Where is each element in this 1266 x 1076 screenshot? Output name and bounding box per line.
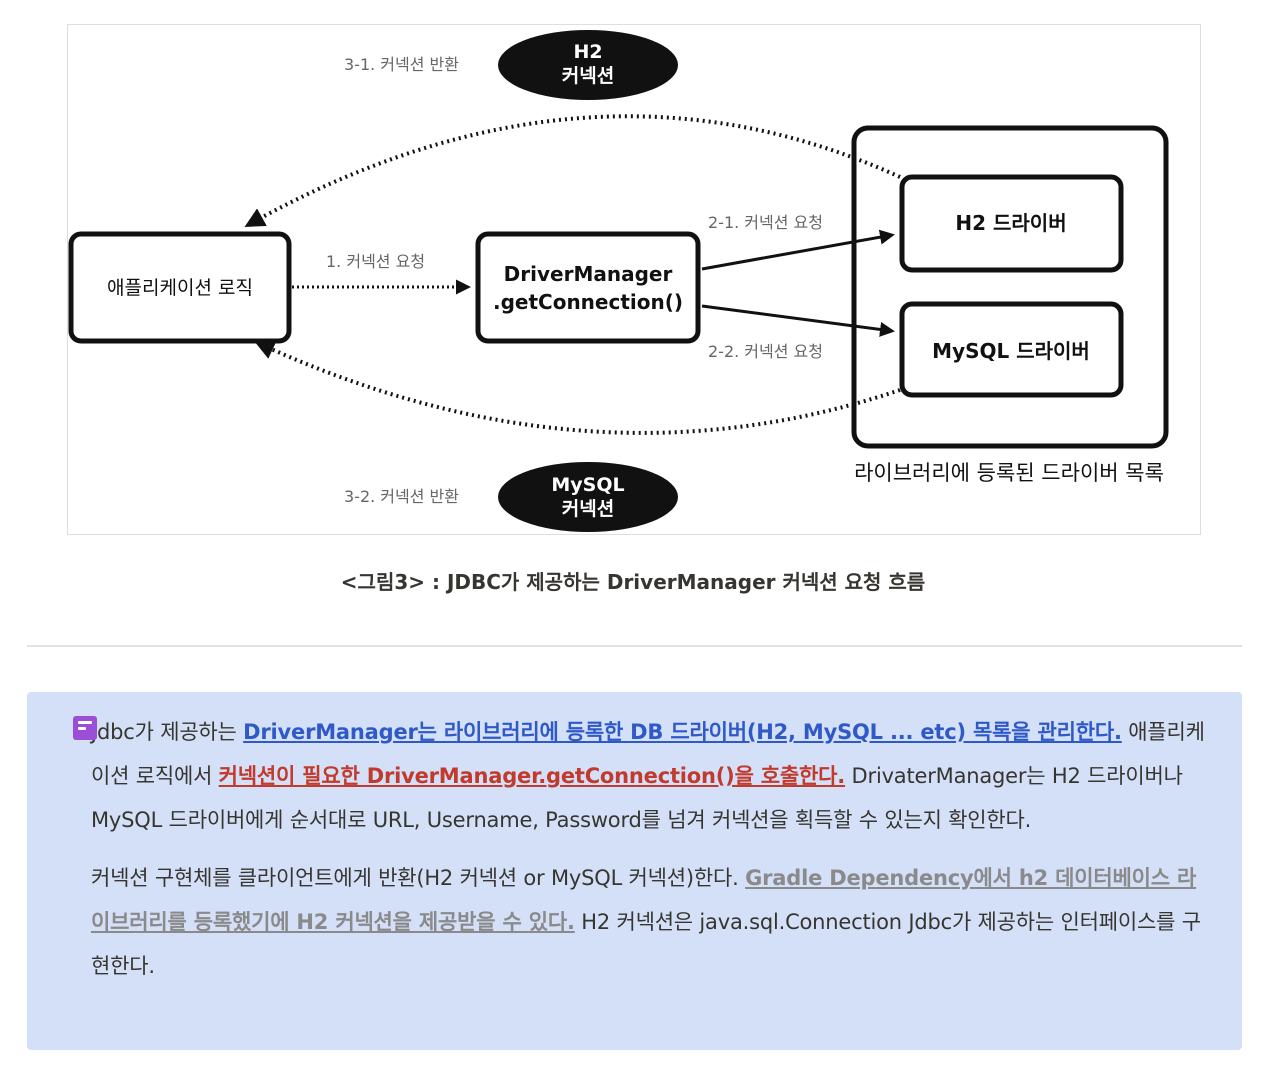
label-request: 1. 커넥션 요청 [326,252,425,271]
p1-highlight-red: 커넥션이 필요한 DriverManager.getConnection()을 … [218,764,846,788]
driver-manager-box [475,231,701,344]
mysql-driver-box [899,301,1124,398]
h2-connection-label-2: 커넥션 [562,65,614,87]
driver-list-title: 라이브러리에 등록된 드라이버 목록 [854,461,1164,485]
arrow-return-mysql [254,340,901,435]
p2-highlight-gray: Gradle Dependency에서 h2 데이터베이스 라이브러리를 등록했… [91,866,1197,934]
mysql-connection-label-1: MySQL [551,474,624,496]
driver-manager-label-2: .getConnection() [493,290,683,314]
p1-text-c: 애플리케이션 로직에서 [91,720,1205,788]
label-return-mysql: 3-2. 커넥션 반환 [344,487,459,506]
page-icon [73,716,97,740]
app-logic-box [68,231,292,344]
p1-text-a: Jdbc가 제공하는 [91,720,244,744]
p2-text-a: 커넥션 구현체를 클라이언트에게 반환(H2 커넥션 or MySQL 커넥션)… [91,866,746,890]
driver-list-container [851,125,1169,449]
h2-connection-ellipse [498,30,678,100]
diagram-figure: 3-1. 커넥션 반환 3-2. 커넥션 반환 1. 커넥션 요청 2-1. 커… [67,24,1201,535]
mysql-driver-label: MySQL 드라이버 [932,339,1090,363]
p2-text-c: H2 커넥션은 java.sql.Connection Jdbc가 제공하는 인… [91,910,1201,978]
arrow-request-mysql [701,304,895,337]
app-logic-label: 애플리케이션 로직 [107,277,253,299]
h2-driver-box [899,174,1124,273]
figure-caption: <그림3> : JDBC가 제공하는 DriverManager 커넥션 요청 … [340,570,926,594]
divider [27,645,1242,647]
arrow-return-h2 [244,114,901,227]
p1-text-e: DrivaterManager는 H2 드라이버나 MySQL 드라이버에게 순… [91,764,1183,832]
p1-highlight-blue: DriverManager는 라이브러리에 등록한 DB 드라이버(H2, My… [243,720,1122,744]
callout-block: Jdbc가 제공하는 DriverManager는 라이브러리에 등록한 DB … [27,692,1242,1050]
h2-connection-label-1: H2 [573,41,602,63]
mysql-connection-ellipse [498,462,678,532]
h2-driver-label: H2 드라이버 [955,211,1066,235]
callout-paragraph-2: 커넥션 구현체를 클라이언트에게 반환(H2 커넥션 or MySQL 커넥션)… [91,856,1212,988]
driver-manager-diagram: 3-1. 커넥션 반환 3-2. 커넥션 반환 1. 커넥션 요청 2-1. 커… [68,30,1169,532]
arrow-request-h2 [701,229,895,271]
label-return-h2: 3-1. 커넥션 반환 [344,55,459,74]
callout-paragraph-1: Jdbc가 제공하는 DriverManager는 라이브러리에 등록한 DB … [91,710,1212,842]
driver-manager-label-1: DriverManager [504,262,673,286]
label-request-mysql: 2-2. 커넥션 요청 [708,342,823,361]
mysql-connection-label-2: 커넥션 [562,498,614,520]
label-request-h2: 2-1. 커넥션 요청 [708,213,823,232]
